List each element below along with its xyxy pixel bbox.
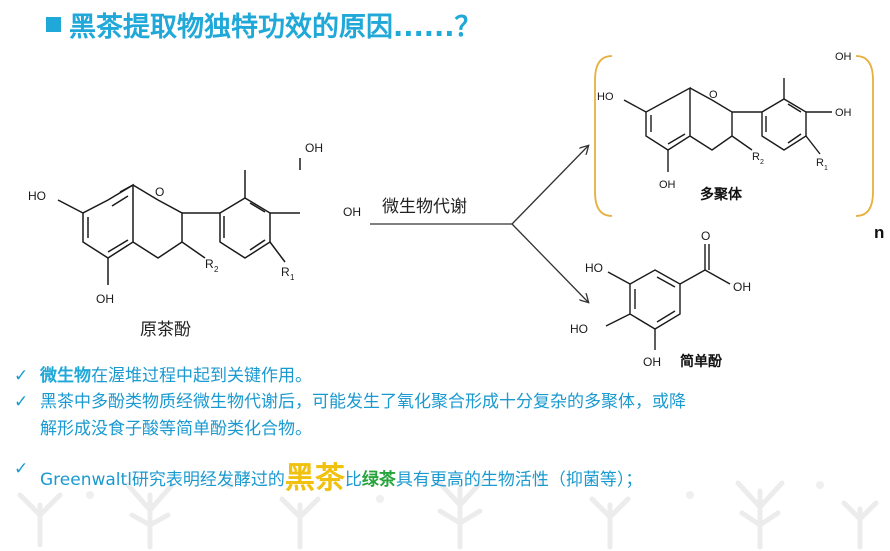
polymer-structure <box>623 78 832 172</box>
atom-label: OH <box>96 292 114 306</box>
atom-label: OH <box>733 280 751 294</box>
atom-label: OH <box>659 179 676 191</box>
bullet-text: 解形成没食子酸等简单酚类化合物。 <box>40 418 312 439</box>
original-catechin-structure <box>57 170 300 285</box>
bullet-list: ✓ 微生物在渥堆过程中起到关键作用。 ✓ 黑茶中多酚类物质经微生物代谢后，可能发… <box>14 363 884 503</box>
microbial-metabolism-label: 微生物代谢 <box>382 197 467 216</box>
simple-phenol-atoms: O OH HO HO OH <box>570 229 751 369</box>
microbe-highlight: 微生物 <box>40 366 91 386</box>
original-catechin-atoms: HO O OH OH OH R 2 R 1 <box>28 141 361 306</box>
reaction-arrows <box>370 146 588 302</box>
bullet-text: 黑茶中多酚类物质经微生物代谢后，可能发生了氧化聚合形成十分复杂的多聚体，或降 <box>40 392 686 413</box>
bullet-text: 在渥堆过程中起到关键作用。 <box>91 366 312 386</box>
atom-subscript: 2 <box>214 265 219 274</box>
checkmark-icon: ✓ <box>14 459 29 480</box>
atom-label: HO <box>597 91 614 103</box>
bullet-item: ✓ 黑茶中多酚类物质经微生物代谢后，可能发生了氧化聚合形成十分复杂的多聚体，或降… <box>14 389 884 442</box>
atom-label: OH <box>835 107 852 119</box>
polymer-atoms: HO O OH OH OH R 2 R 1 <box>597 51 852 191</box>
atom-label: O <box>155 185 164 199</box>
atom-subscript: 1 <box>824 165 828 172</box>
atom-label: R <box>281 265 290 279</box>
checkmark-icon: ✓ <box>14 392 29 413</box>
bullet-text: Greenwaltl研究表明经发酵过的 <box>40 470 285 491</box>
bullet-item: ✓ Greenwaltl研究表明经发酵过的黑茶比绿茶具有更高的生物活性（抑菌等）… <box>14 456 884 503</box>
page-title: 黑茶提取物独特功效的原因......？ <box>46 4 482 44</box>
simple-phenol-structure <box>605 244 731 350</box>
atom-label: HO <box>570 322 588 336</box>
original-catechin-label: 原茶酚 <box>140 320 191 339</box>
atom-label: R <box>752 151 760 163</box>
black-tea-highlight: 黑茶 <box>284 461 345 497</box>
atom-label: HO <box>585 261 603 275</box>
atom-label: OH <box>343 205 361 219</box>
polymer-label: 多聚体 <box>700 186 743 202</box>
bullet-text: 比 <box>344 470 362 491</box>
polymer-n-label: n <box>874 223 884 242</box>
bullet-text: 具有更高的生物活性（抑菌等）； <box>395 470 643 491</box>
atom-subscript: 1 <box>290 273 295 282</box>
title-text: 黑茶提取物独特功效的原因......？ <box>69 11 482 43</box>
atom-label: O <box>709 89 718 101</box>
atom-subscript: 2 <box>760 159 764 166</box>
atom-label: HO <box>28 189 46 203</box>
atom-label: R <box>816 157 824 169</box>
atom-label: R <box>205 257 214 271</box>
atom-label: O <box>701 229 710 243</box>
bullet-item: ✓ 微生物在渥堆过程中起到关键作用。 <box>14 363 884 389</box>
atom-label: OH <box>305 141 323 155</box>
simple-phenol-label: 简单酚 <box>680 353 723 369</box>
polymer-bracket <box>594 55 874 217</box>
atom-label: OH <box>643 355 661 369</box>
green-tea-highlight: 绿茶 <box>361 470 396 491</box>
checkmark-icon: ✓ <box>14 366 29 386</box>
atom-label: OH <box>835 51 852 63</box>
bullet-square-icon <box>46 16 61 32</box>
chemistry-diagram: HO O OH OH OH R 2 R 1 原茶酚 微生物代谢 <box>28 51 884 369</box>
